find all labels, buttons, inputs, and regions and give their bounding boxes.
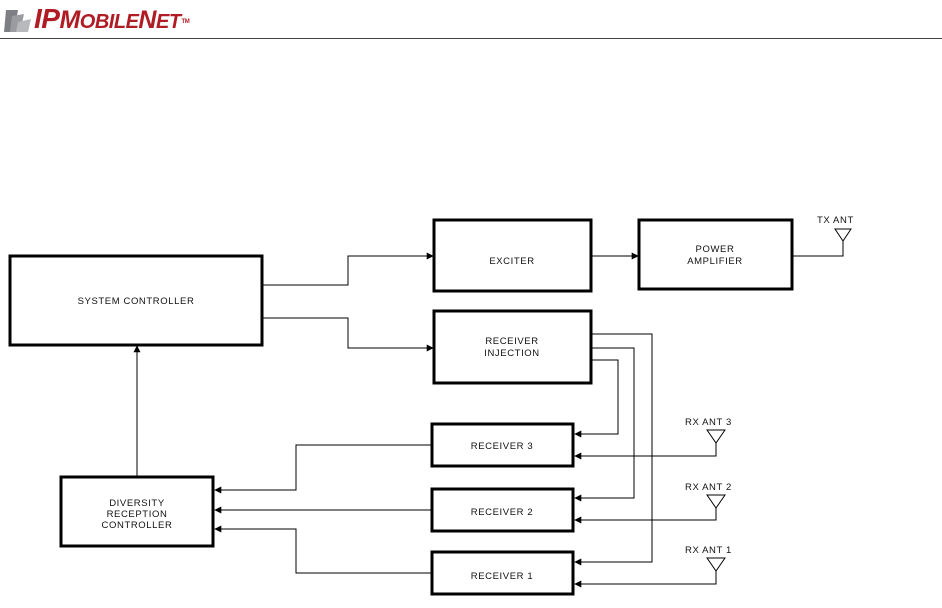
link-amplifier-to-tx-antenna bbox=[793, 240, 843, 256]
power-amplifier-block: POWER AMPLIFIER bbox=[639, 220, 792, 289]
link-rx2-antenna-to-receiver-2 bbox=[575, 508, 716, 520]
receiver-3-block: RECEIVER 3 bbox=[432, 424, 573, 466]
link-receiver-3-to-diversity bbox=[215, 445, 432, 490]
exciter-label: EXCITER bbox=[489, 256, 534, 267]
power-amplifier-label-line-1: POWER bbox=[696, 244, 735, 255]
link-receiver-1-to-diversity bbox=[215, 529, 432, 573]
system-controller-label: SYSTEM CONTROLLER bbox=[78, 296, 195, 307]
rx-antenna-3-label: RX ANT 3 bbox=[685, 417, 732, 428]
diversity-controller-block: DIVERSITY RECEPTION CONTROLLER bbox=[61, 477, 213, 546]
link-controller-to-injection bbox=[262, 318, 433, 348]
exciter-block: EXCITER bbox=[434, 220, 591, 291]
rx-antenna-2-icon bbox=[707, 495, 725, 508]
rx-antenna-3-icon bbox=[707, 430, 725, 443]
rx-antenna-1-icon bbox=[707, 558, 725, 571]
power-amplifier-label-line-2: AMPLIFIER bbox=[687, 256, 743, 267]
link-controller-to-exciter bbox=[262, 256, 433, 285]
receiver-1-block: RECEIVER 1 bbox=[432, 552, 573, 594]
receiver-injection-label-line-1: RECEIVER bbox=[485, 336, 538, 347]
diversity-controller-label-line-1: DIVERSITY bbox=[109, 498, 165, 509]
diversity-controller-label-line-2: RECEPTION bbox=[107, 509, 168, 520]
receiver-3-label: RECEIVER 3 bbox=[471, 441, 534, 452]
receiver-1-label: RECEIVER 1 bbox=[471, 571, 534, 582]
receiver-2-label: RECEIVER 2 bbox=[471, 507, 534, 518]
system-controller-block: SYSTEM CONTROLLER bbox=[10, 256, 262, 345]
diversity-controller-label-line-3: CONTROLLER bbox=[102, 520, 173, 531]
link-rx1-antenna-to-receiver-1 bbox=[575, 570, 716, 584]
rx-antenna-1-label: RX ANT 1 bbox=[685, 545, 732, 556]
receiver-injection-block: RECEIVER INJECTION bbox=[434, 311, 591, 383]
link-rx3-antenna-to-receiver-3 bbox=[575, 442, 716, 456]
tx-antenna-label: TX ANT bbox=[817, 215, 854, 226]
tx-antenna-icon bbox=[835, 229, 851, 241]
receiver-2-block: RECEIVER 2 bbox=[432, 489, 573, 531]
receiver-injection-label-line-2: INJECTION bbox=[484, 348, 540, 359]
rx-antenna-2-label: RX ANT 2 bbox=[685, 482, 732, 493]
